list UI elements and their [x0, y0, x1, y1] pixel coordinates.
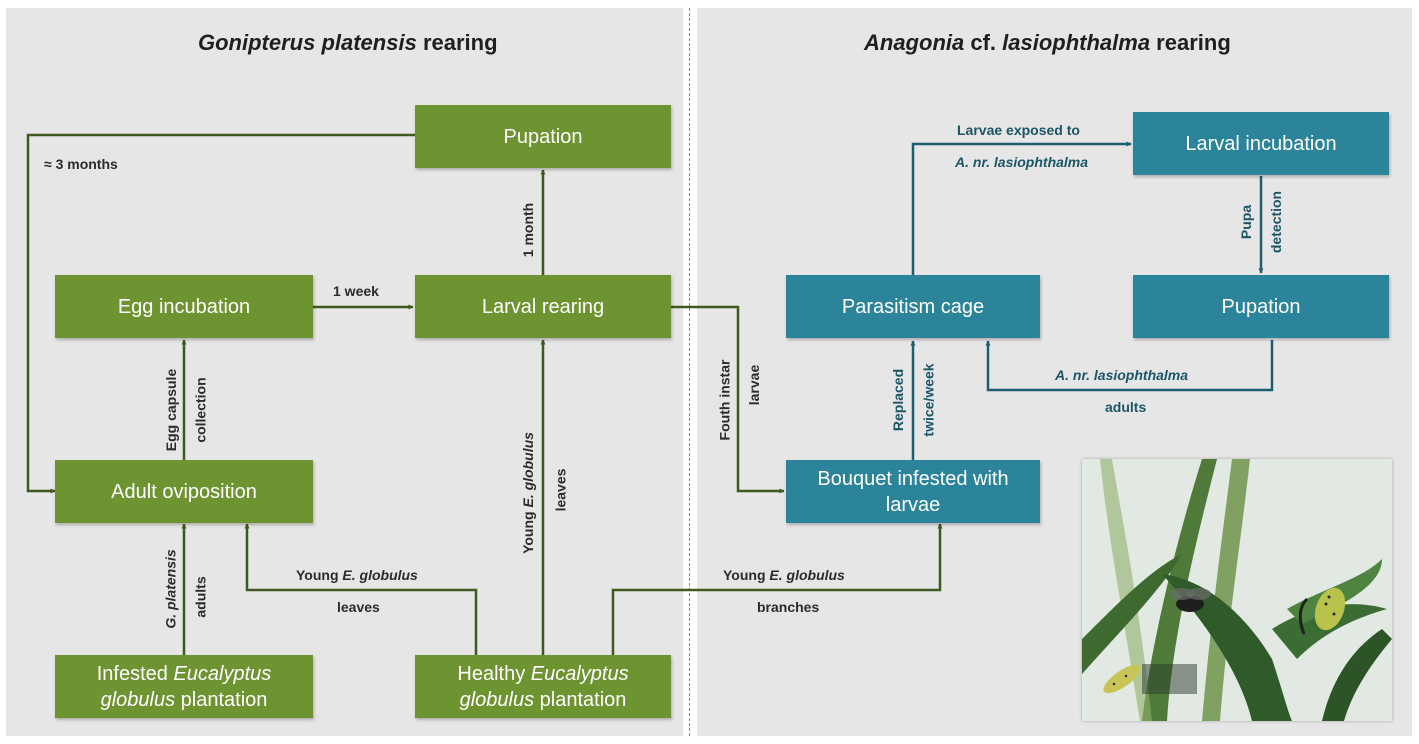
arrow-healthy-to-oviposition	[244, 523, 478, 655]
larval-rearing-box: Larval rearing	[415, 275, 671, 338]
label-a-nr-lasiophthalma-1: A. nr. lasiophthalma	[955, 154, 1089, 170]
arrow-pupation-to-oviposition	[26, 133, 415, 494]
label-branches: branches	[757, 599, 820, 615]
photo-illustration	[1082, 459, 1392, 721]
arrow-healthy-to-bouquet	[611, 523, 943, 655]
right-panel-title: Anagonia cf. lasiophthalma rearing	[864, 30, 1231, 55]
parasitism-cage-box: Parasitism cage	[786, 275, 1040, 338]
panel-divider	[689, 8, 690, 736]
label-adults-2: adults	[1105, 399, 1147, 415]
egg-incubation-box: Egg incubation	[55, 275, 313, 338]
label-a-nr-lasiophthalma-2: A. nr. lasiophthalma	[1055, 367, 1189, 383]
label-three-months: ≈ 3 months	[44, 156, 118, 172]
arrow-larval-to-bouquet	[671, 305, 785, 494]
arrow-pupation-to-cage	[985, 340, 1274, 392]
larval-incubation-box: Larval incubation	[1133, 112, 1389, 175]
label-larvae-exposed: Larvae exposed to	[957, 122, 1080, 138]
label-young-globulus-1: Young E. globulus	[296, 567, 418, 583]
label-one-week: 1 week	[333, 283, 379, 299]
larvae-and-fly-photo	[1082, 459, 1392, 721]
label-leaves-1: leaves	[337, 599, 380, 615]
label-young-globulus-3: Young E. globulus	[723, 567, 845, 583]
bouquet-box: Bouquet infested with larvae	[786, 460, 1040, 523]
arrow-cage-to-larval-incubation	[911, 141, 1132, 275]
pupation-box-gonipterus: Pupation	[415, 105, 671, 168]
adult-oviposition-box: Adult oviposition	[55, 460, 313, 523]
pupation-box-anagonia: Pupation	[1133, 275, 1389, 338]
left-panel-title: Gonipterus platensis rearing	[198, 30, 498, 55]
